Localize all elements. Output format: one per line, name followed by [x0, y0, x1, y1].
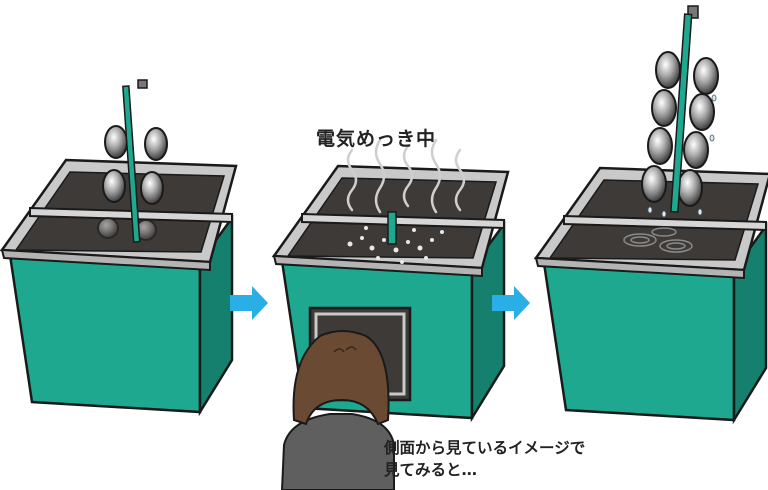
side-view-caption: 側面から見ているイメージで 見てみると…	[384, 437, 585, 481]
tank-after-plating	[534, 5, 768, 422]
steam	[346, 138, 466, 214]
observer-person-icon	[280, 330, 395, 490]
plating-in-progress-label: 電気めっき中	[316, 128, 437, 150]
side-view-caption-line1: 側面から見ているイメージで	[384, 439, 586, 457]
plating-rack-icon	[641, 5, 719, 218]
ripples	[623, 227, 693, 253]
right-arrow-icon	[230, 286, 268, 320]
right-arrow-icon	[492, 286, 530, 320]
tank-before-plating	[0, 79, 238, 414]
bubbles	[347, 224, 444, 264]
plating-rack-icon	[97, 79, 168, 243]
side-view-caption-line2: 見てみると…	[384, 461, 478, 479]
